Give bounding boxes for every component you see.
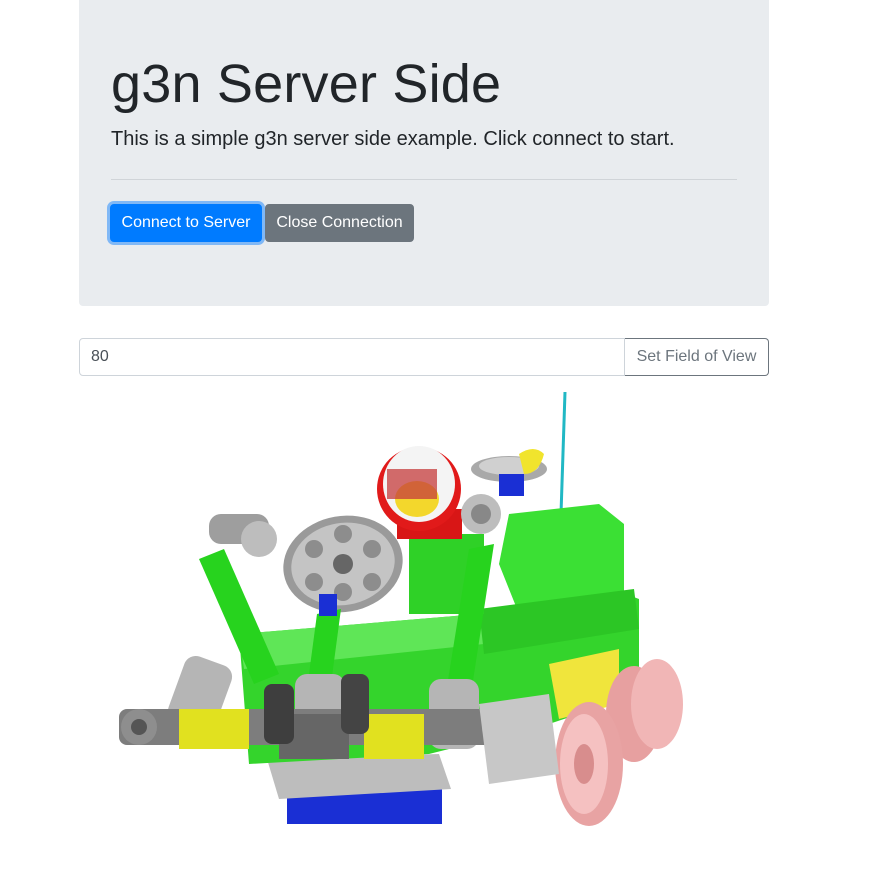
fov-input-group: Set Field of View [79,338,769,376]
connect-button[interactable]: Connect to Server [110,204,262,242]
close-connection-button[interactable]: Close Connection [265,204,414,242]
set-fov-button[interactable]: Set Field of View [625,338,769,376]
fov-input[interactable] [79,338,625,376]
render-canvas[interactable] [79,384,769,854]
divider [111,179,737,180]
jumbotron: g3n Server Side This is a simple g3n ser… [79,0,769,306]
page-lead: This is a simple g3n server side example… [111,128,675,150]
page-title: g3n Server Side [111,54,502,114]
